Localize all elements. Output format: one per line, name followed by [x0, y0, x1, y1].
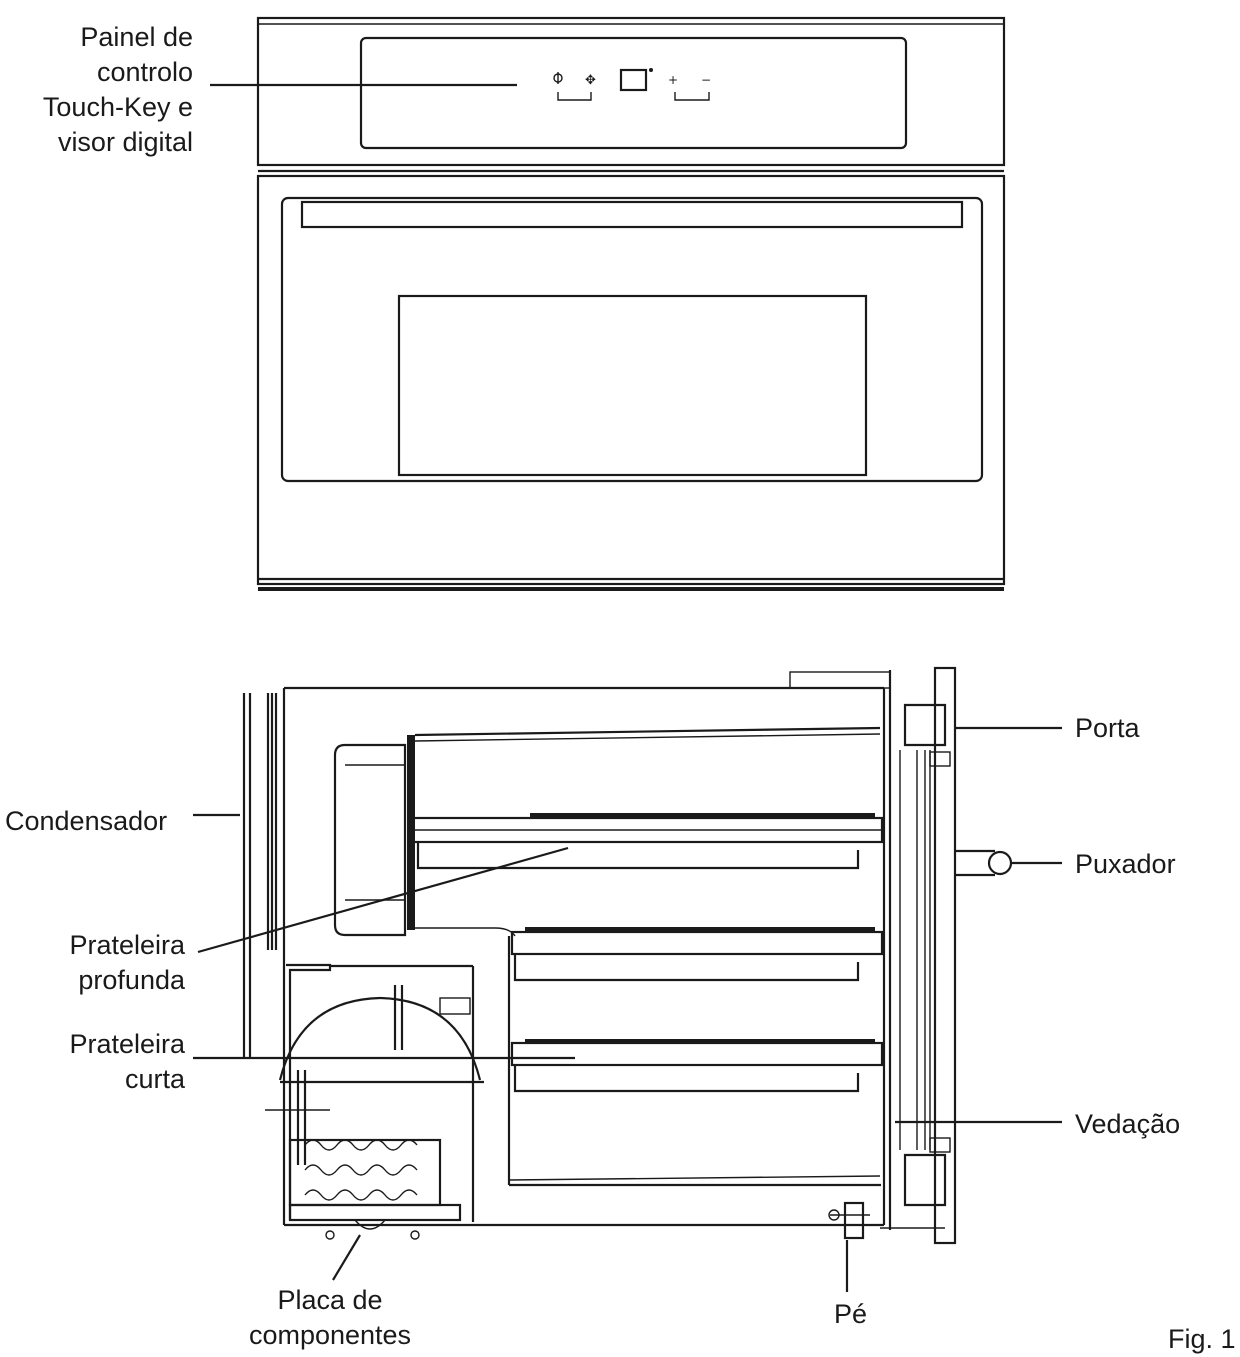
foot-section	[828, 1201, 870, 1240]
digital-display	[619, 68, 648, 92]
svg-text:✥: ✥	[585, 73, 596, 88]
label-line: controlo	[96, 57, 193, 87]
label-line: componentes	[248, 1320, 412, 1350]
fan-housing	[333, 735, 415, 937]
svg-text:−: −	[701, 73, 711, 87]
leader-component-plate	[332, 1234, 361, 1281]
control-panel-glass	[359, 36, 908, 150]
component-compartment	[265, 963, 484, 1240]
middle-shelf	[510, 927, 884, 982]
label-line: Touch-Key e	[42, 92, 193, 122]
oven-door-front	[256, 174, 1006, 586]
label-line: Prateleira	[69, 930, 185, 960]
label-line: Placa de	[277, 1285, 383, 1315]
label-line: Prateleira	[69, 1029, 185, 1059]
door-handle-front	[300, 200, 964, 229]
leader-lines	[193, 83, 1062, 1292]
label-seal: Vedação	[1075, 1109, 1181, 1139]
label-handle: Puxador	[1075, 849, 1176, 879]
short-shelf	[510, 1039, 884, 1093]
condenser-plates	[242, 693, 278, 1058]
label-short-shelf: Prateleira curta	[69, 1027, 185, 1097]
oven-door-section	[880, 666, 957, 1245]
label-component-plate: Placa de componentes	[225, 1283, 435, 1353]
svg-text:+: +	[668, 73, 678, 87]
figure-caption: Fig. 1	[1168, 1324, 1236, 1354]
control-panel-housing	[256, 16, 1006, 167]
handle-section	[955, 849, 1013, 877]
door-window	[397, 294, 868, 477]
label-line: profunda	[78, 965, 185, 995]
oven-front-view: ✥ + −	[256, 16, 1006, 591]
label-line: visor digital	[57, 127, 193, 157]
deep-shelf	[410, 813, 884, 870]
label-foot: Pé	[834, 1299, 868, 1329]
label-condenser: Condensador	[5, 806, 168, 836]
touch-key-symbols: ✥ + −	[553, 68, 711, 101]
leader-deep-shelf	[197, 846, 569, 954]
label-door: Porta	[1075, 713, 1140, 743]
label-control-panel: Painel de controlo Touch-Key e visor dig…	[43, 20, 193, 160]
label-deep-shelf: Prateleira profunda	[69, 928, 185, 998]
label-line: curta	[124, 1064, 185, 1094]
oven-side-section	[242, 666, 1013, 1245]
label-line: Painel de	[80, 22, 193, 52]
